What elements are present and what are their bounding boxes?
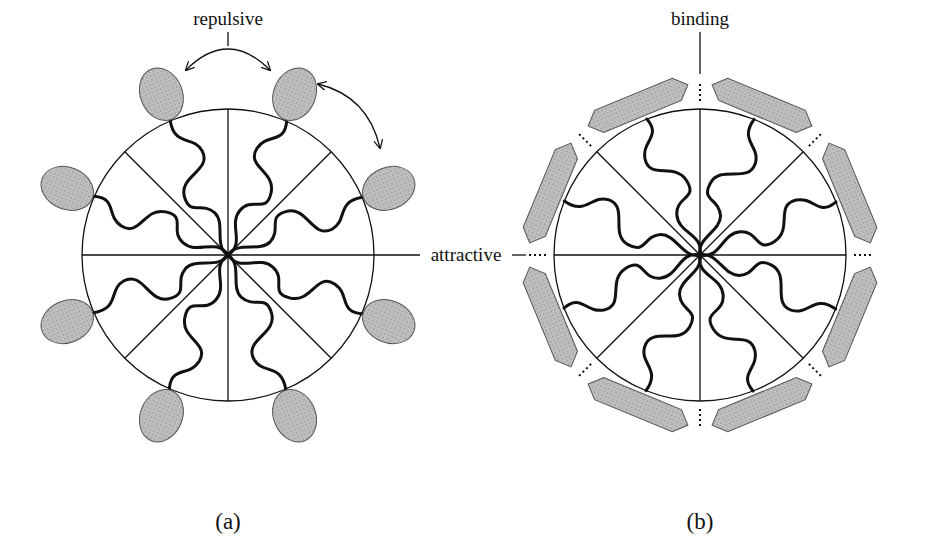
force-label: repulsive [193, 9, 263, 30]
force-label: attractive [431, 245, 502, 266]
force-label: binding [671, 9, 729, 30]
panel-label: (b) [687, 509, 714, 534]
panel-label: (a) [215, 509, 241, 534]
